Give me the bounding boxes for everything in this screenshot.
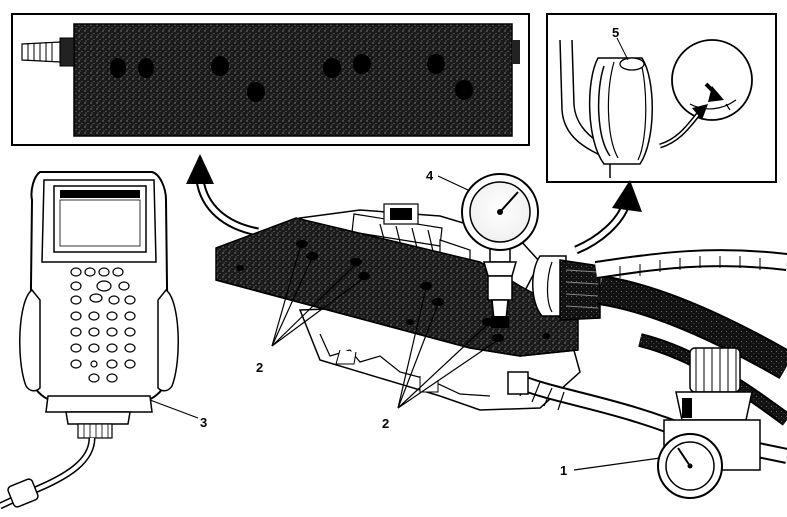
threaded-fitting [21,37,75,67]
callout-2-left: 2 [256,360,263,375]
callout-3: 3 [200,415,207,430]
leader-lines [149,175,661,471]
callout-1: 1 [560,463,567,478]
air-pressure-regulator [657,347,761,499]
magnifier-circle [671,39,753,121]
inset-seal-detail [546,13,777,183]
callout-4: 4 [426,168,434,183]
inset-valve-body-block [73,23,513,137]
pointer-arrow-icon [704,82,724,102]
assembly-seal-fitting [532,255,601,321]
seal-fitting [588,57,653,165]
valve-body-ports [236,240,550,342]
arrow-to-inset-right [574,180,642,255]
arrow-to-inset-left [186,154,259,237]
scan-tool-cable [0,437,96,510]
callouts: 1 2 2 3 4 5 [200,25,619,478]
inset-valve-body [11,13,530,146]
scan-tool [19,171,179,439]
callout-5: 5 [612,25,619,40]
gauge-needle [499,191,519,213]
inset-ports [110,54,473,102]
pressure-gauge [461,173,539,328]
scan-tool-keypad [70,267,136,383]
callout-2-right: 2 [382,416,389,431]
